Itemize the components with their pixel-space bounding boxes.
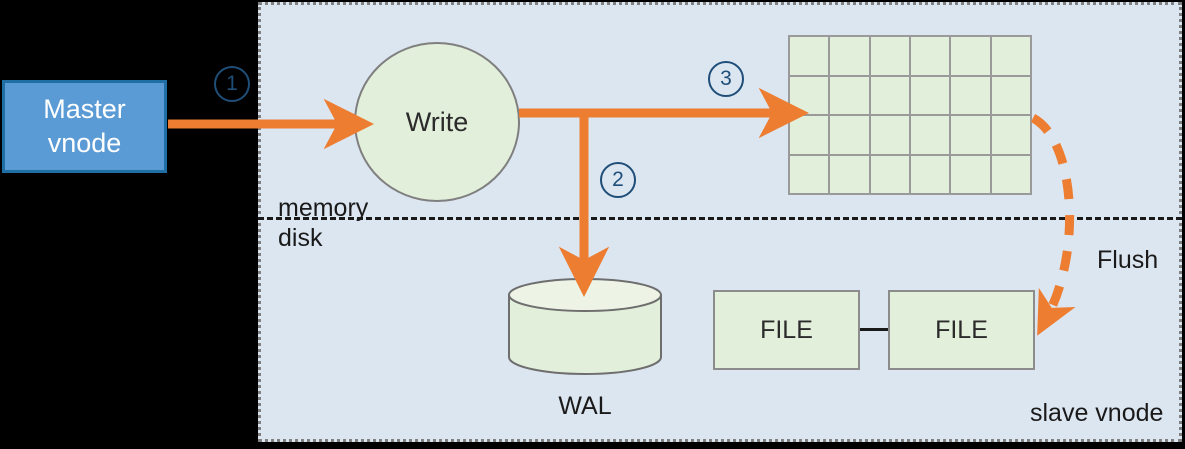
memtable-cell [951, 116, 990, 154]
master-vnode-label-line1: Master [43, 93, 126, 124]
memtable-cell [910, 76, 950, 114]
memory-disk-divider [258, 217, 1182, 220]
memtable-cell [830, 37, 869, 75]
memtable-cell [991, 76, 1030, 114]
memtable-cell [991, 116, 1030, 154]
memtable-cell [910, 37, 950, 75]
memtable-cell [830, 116, 869, 154]
memtable-cell [790, 37, 829, 75]
memtable-grid [788, 35, 1032, 195]
memtable-cell [870, 155, 909, 193]
memtable-cell [951, 37, 990, 75]
memtable-cell [830, 76, 869, 114]
memtable-cell [790, 76, 829, 114]
file-box-2-label: FILE [935, 315, 988, 344]
step-badge-1: 1 [214, 66, 250, 102]
write-node[interactable]: Write [354, 42, 520, 202]
file-box-2[interactable]: FILE [888, 290, 1035, 370]
file-box-1[interactable]: FILE [713, 290, 860, 370]
master-vnode-label-line2: vnode [47, 127, 122, 158]
memtable-cell [870, 116, 909, 154]
memtable-cell [991, 155, 1030, 193]
memory-label: memory [278, 194, 369, 222]
memtable-cell [790, 155, 829, 193]
memtable-cell [870, 37, 909, 75]
memtable-cell [910, 116, 950, 154]
disk-label: disk [278, 224, 323, 252]
memtable-cell [830, 155, 869, 193]
memtable-cell [870, 76, 909, 114]
step-badge-3: 3 [708, 61, 744, 97]
file-box-1-label: FILE [760, 315, 813, 344]
memtable-cell [910, 155, 950, 193]
write-node-label: Write [405, 106, 469, 137]
wal-cylinder [508, 278, 662, 375]
memtable-cell [991, 37, 1030, 75]
slave-vnode-label: slave vnode [1030, 399, 1164, 427]
file-connector-line [860, 328, 888, 331]
step-badge-2: 2 [600, 162, 636, 198]
memtable-cell [790, 116, 829, 154]
master-vnode-box[interactable]: Master vnode [2, 80, 167, 173]
memtable-cell [951, 155, 990, 193]
memtable-cell [951, 76, 990, 114]
wal-label: WAL [558, 392, 612, 420]
flush-label: Flush [1097, 246, 1159, 274]
